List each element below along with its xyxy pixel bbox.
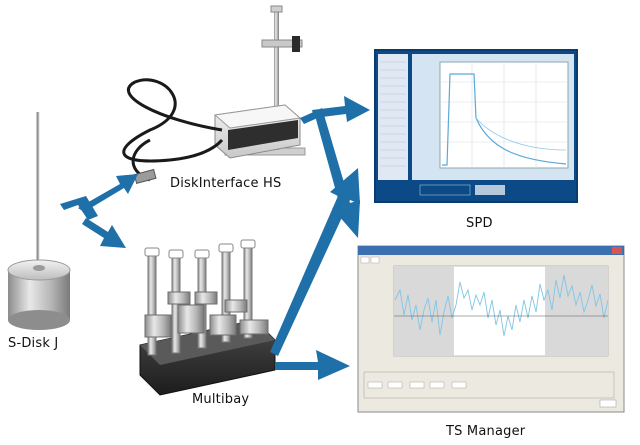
label-spd: SPD	[466, 216, 493, 231]
label-multibay: Multibay	[192, 392, 250, 407]
arrow-to-diskinterface	[78, 174, 138, 212]
arrow-multibay-to-spd	[270, 168, 360, 356]
disk-interface-device-icon	[122, 5, 306, 185]
arrow-to-spd-upper	[312, 96, 370, 122]
label-ts-manager: TS Manager	[446, 424, 526, 439]
arrow-to-tsmanager	[314, 108, 360, 238]
multibay-rack-icon	[139, 239, 276, 396]
spd-software-window-icon	[374, 49, 578, 203]
label-s-disk-j: S-Disk J	[8, 336, 59, 351]
ts-manager-software-window-icon	[357, 245, 625, 413]
label-diskinterface-hs: DiskInterface HS	[170, 176, 282, 191]
arrow-multibay-to-ts	[275, 350, 350, 380]
arrow-to-multibay	[82, 218, 126, 248]
flow-arrows	[60, 96, 370, 380]
s-disk-sensor-icon	[7, 112, 71, 330]
